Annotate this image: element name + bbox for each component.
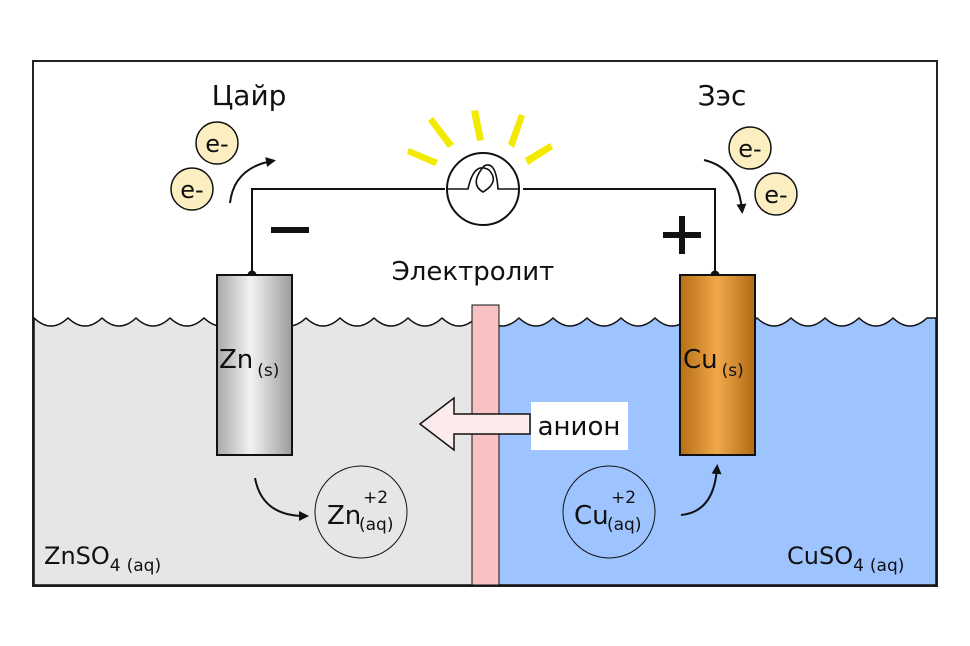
copper-ion-symbol: Cu bbox=[574, 501, 609, 531]
zinc-ion-charge: +2 bbox=[363, 488, 388, 508]
copper-ion-circle bbox=[562, 465, 656, 559]
svg-text:e-: e- bbox=[180, 176, 203, 204]
svg-text:e-: e- bbox=[205, 130, 228, 158]
zinc-ion-symbol: Zn bbox=[327, 501, 361, 531]
electron-left-2: e- bbox=[170, 167, 214, 211]
electron-flow-arrow-left bbox=[229, 157, 276, 204]
electron-left-1: e- bbox=[195, 121, 239, 165]
right-solution-label: CuSO4(aq) bbox=[787, 542, 904, 576]
anion-label: анион bbox=[538, 412, 621, 442]
left-solution-label: ZnSO4(aq) bbox=[44, 542, 161, 576]
copper-ion-arrow bbox=[680, 464, 722, 516]
svg-text:e-: e- bbox=[738, 135, 761, 163]
svg-text:e-: e- bbox=[764, 181, 787, 209]
bulb-filament bbox=[447, 164, 519, 193]
cathode-side-label: Зэс bbox=[698, 79, 747, 112]
zinc-ion-circle bbox=[314, 465, 408, 559]
copper-electrode bbox=[679, 274, 756, 456]
anion-arrow bbox=[418, 396, 531, 452]
zinc-electrode bbox=[216, 274, 293, 456]
anion-label-box bbox=[531, 402, 628, 450]
light-rays bbox=[407, 110, 553, 166]
anode-side-label: Цайр bbox=[212, 79, 287, 112]
electron-flow-arrow-right bbox=[703, 159, 747, 214]
minus-sign bbox=[271, 227, 309, 233]
copper-ion-charge: +2 bbox=[611, 488, 636, 508]
external-wire bbox=[251, 188, 716, 275]
zinc-ion-state: (aq) bbox=[359, 515, 393, 535]
electron-right-2: e- bbox=[754, 172, 798, 216]
zinc-electrode-label: Zn(s) bbox=[219, 345, 279, 381]
copper-ion-state: (aq) bbox=[607, 515, 641, 535]
copper-electrode-label: Cu(s) bbox=[683, 345, 744, 381]
zinc-ion-arrow bbox=[254, 477, 309, 521]
electron-right-1: e- bbox=[728, 126, 772, 170]
salt-bridge bbox=[471, 304, 500, 586]
plus-sign bbox=[663, 216, 701, 254]
electrolyte-label: Электролит bbox=[392, 257, 555, 287]
